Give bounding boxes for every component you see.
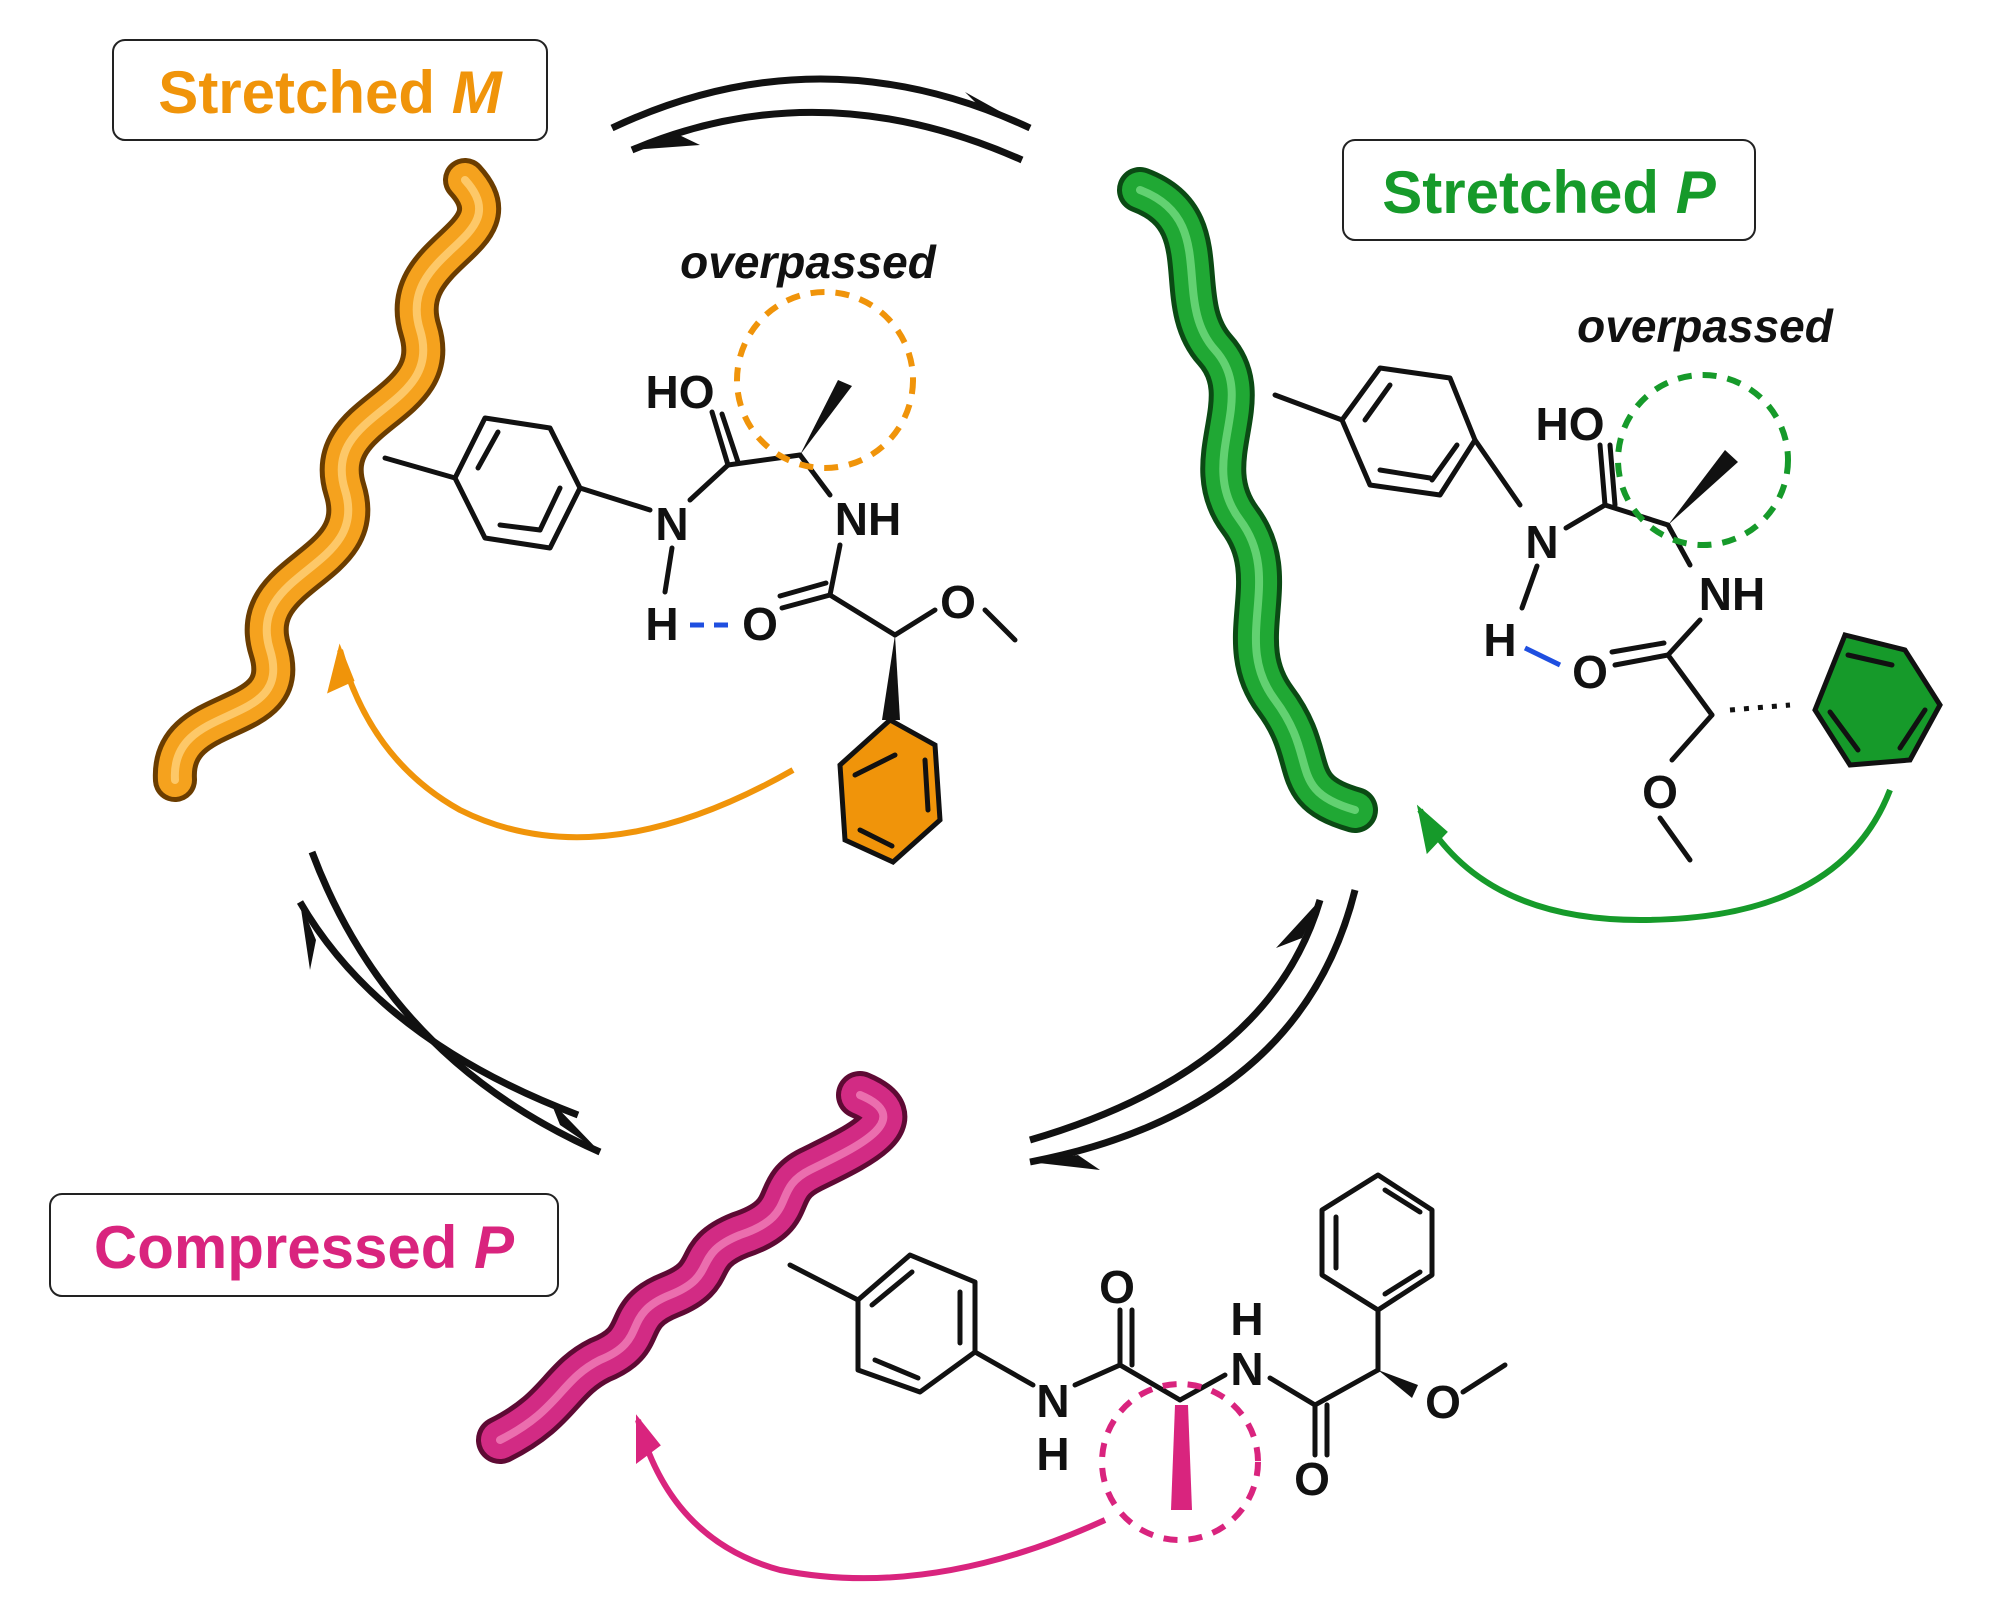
svg-text:Compressed P: Compressed P (94, 1214, 515, 1281)
svg-text:Stretched M: Stretched M (158, 59, 503, 126)
atom-o: O (1642, 766, 1678, 818)
benzene-ring-icon (837, 716, 943, 865)
atom-o: O (1099, 1261, 1135, 1313)
atom-o: O (1425, 1376, 1461, 1428)
green-interaction-arrow (1416, 788, 1893, 924)
label-compressed-p-helix: P (474, 1214, 515, 1281)
stereocenter-highlight (1615, 372, 1791, 548)
helix-icon-stretched-m (152, 158, 501, 802)
helix-icon-stretched-p (1117, 167, 1378, 833)
atom-o: O (1572, 646, 1608, 698)
equilibrium-arrow-icon (296, 850, 602, 1156)
label-compressed-p: Compressed P (49, 1193, 559, 1297)
benzene-ring-icon (1812, 632, 1943, 768)
label-stretched-p-helix: P (1676, 159, 1717, 226)
atom-h: H (1230, 1293, 1263, 1345)
magenta-interaction-arrow (635, 1414, 1107, 1582)
atom-h: H (645, 598, 678, 650)
atom-ho: HO (1536, 398, 1605, 450)
overpassed-label-left: overpassed (680, 236, 937, 288)
benzene-ring-icon (855, 1252, 978, 1395)
overpassed-label-right: overpassed (1577, 300, 1834, 352)
svg-text:Stretched P: Stretched P (1382, 159, 1716, 226)
atom-nh: NH (1699, 568, 1765, 620)
atom-n: N (1525, 516, 1558, 568)
atom-h: H (1036, 1428, 1069, 1480)
atom-ho: HO (646, 366, 715, 418)
stereocenter-highlight (1099, 1381, 1261, 1543)
benzene-ring-icon (1339, 365, 1478, 498)
molecule-compressed-p: N H O N H O O (787, 1172, 1508, 1543)
atom-n: N (655, 498, 688, 550)
atom-o: O (1294, 1453, 1330, 1505)
atom-h: H (1483, 614, 1516, 666)
label-stretched-m: Stretched M (112, 39, 548, 141)
label-compressed-p-prefix: Compressed (94, 1214, 474, 1281)
atom-n: N (1036, 1375, 1069, 1427)
molecule-stretched-p: overpassed N H HO NH O O (1272, 300, 1943, 863)
stereocenter-highlight (734, 289, 916, 471)
label-stretched-m-helix: M (452, 59, 504, 126)
equilibrium-arrow-icon (610, 75, 1032, 164)
equilibrium-arrow-icon (1029, 889, 1359, 1170)
orange-interaction-arrow (327, 643, 795, 841)
benzene-ring-icon (452, 415, 583, 551)
helix-icon-compressed-p (476, 1071, 907, 1464)
label-stretched-p: Stretched P (1342, 139, 1756, 241)
molecule-stretched-m: overpassed N H HO NH O O (382, 236, 1018, 865)
label-stretched-p-prefix: Stretched (1382, 159, 1675, 226)
atom-nh: NH (835, 493, 901, 545)
atom-o: O (940, 576, 976, 628)
atom-o: O (742, 598, 778, 650)
atom-n: N (1230, 1343, 1263, 1395)
label-stretched-m-prefix: Stretched (158, 59, 451, 126)
benzene-ring-icon (1319, 1172, 1435, 1313)
